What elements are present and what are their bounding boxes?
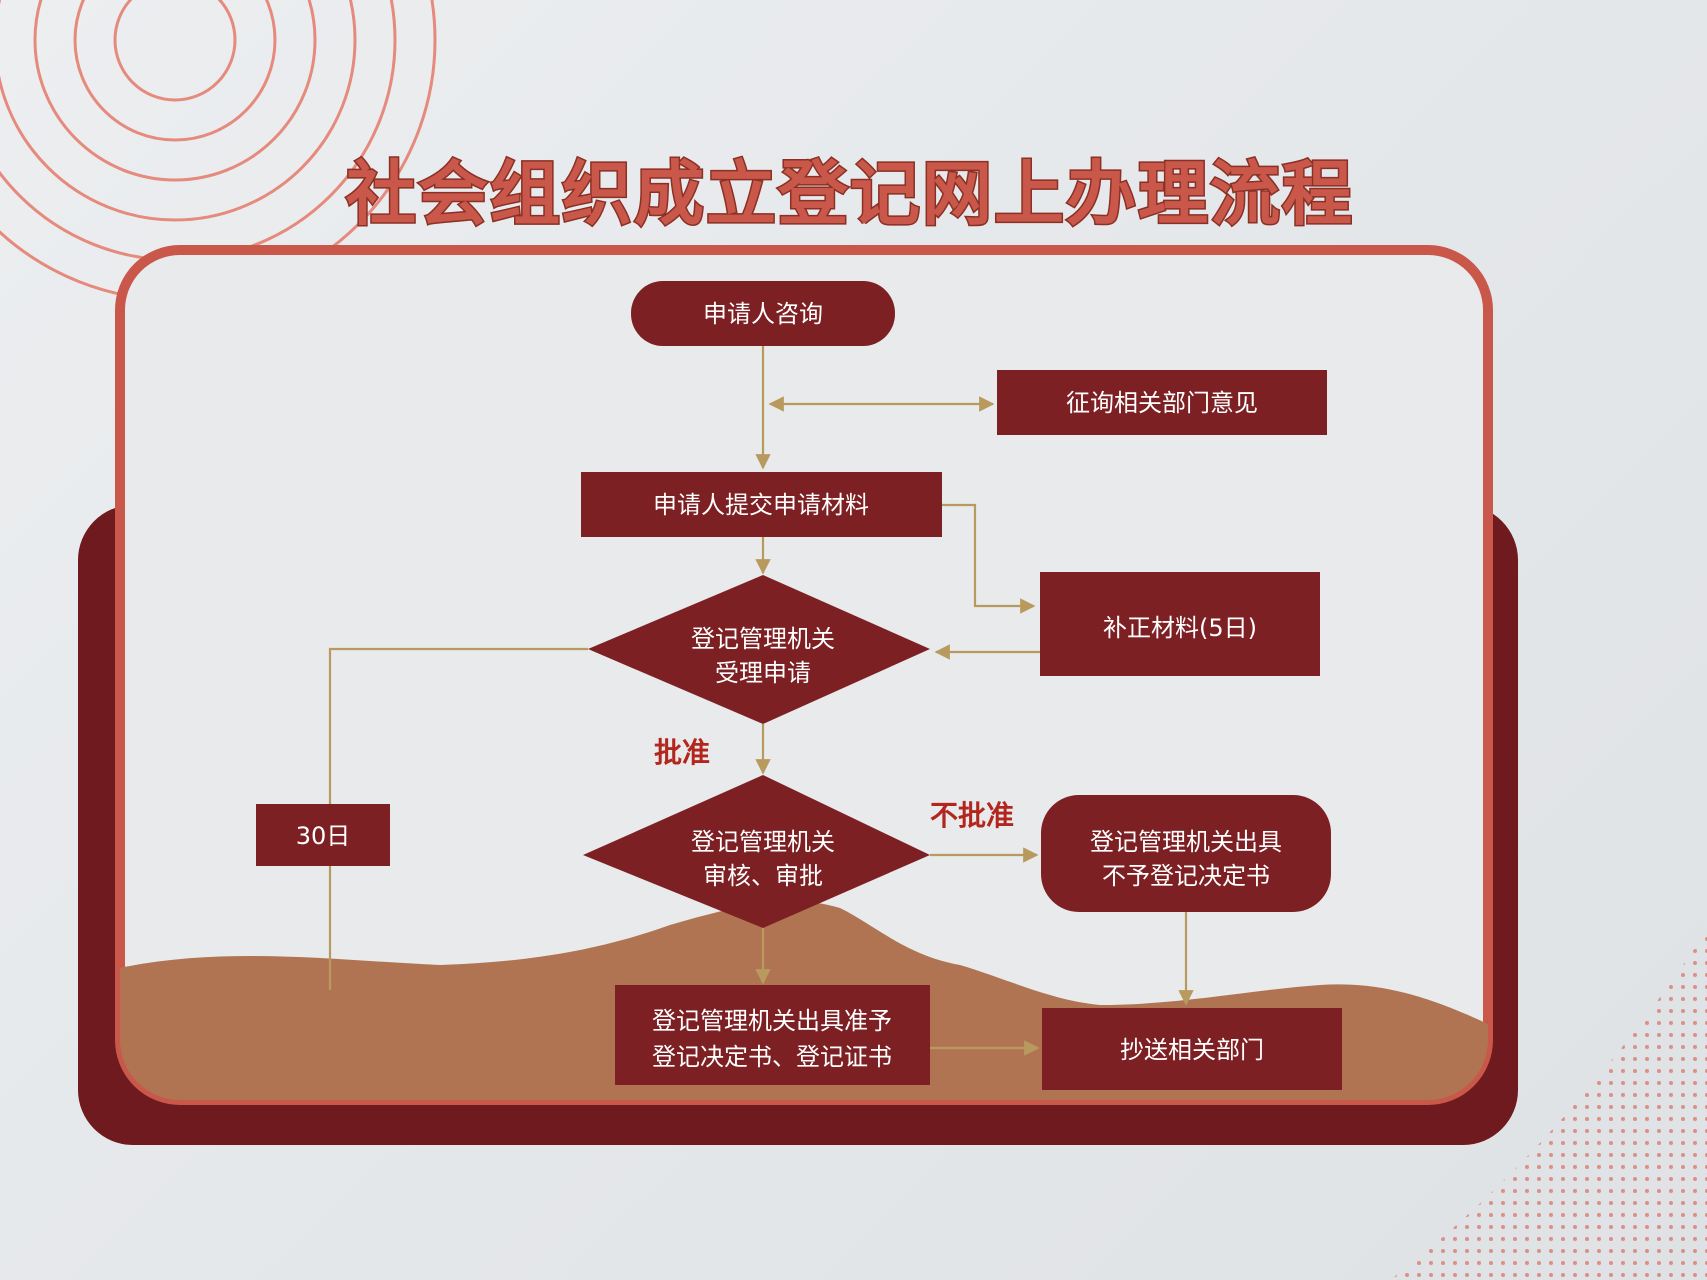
node-accept-decision: 登记管理机关 受理申请 (588, 575, 930, 724)
node-reject-line2: 不予登记决定书 (1102, 862, 1270, 890)
node-submit-label: 申请人提交申请材料 (653, 491, 869, 519)
node-review-line1: 登记管理机关 (691, 828, 835, 856)
node-copy: 抄送相关部门 (1042, 1008, 1342, 1090)
label-approve: 批准 (654, 736, 710, 769)
label-reject: 不批准 (930, 799, 1014, 832)
node-supplement: 补正材料(5日) (1040, 572, 1320, 676)
node-consult: 申请人咨询 (631, 281, 895, 346)
node-grant-line1: 登记管理机关出具准予 (652, 1007, 892, 1035)
node-solicit-label: 征询相关部门意见 (1066, 389, 1258, 417)
node-review-line2: 审核、审批 (703, 862, 823, 890)
node-consult-label: 申请人咨询 (703, 300, 823, 328)
connectors (328, 346, 1194, 1056)
node-grant-line2: 登记决定书、登记证书 (652, 1043, 892, 1071)
node-days: 30日 (256, 804, 390, 866)
node-supplement-label: 补正材料(5日) (1103, 614, 1257, 642)
node-accept-line1: 登记管理机关 (691, 625, 835, 653)
node-copy-label: 抄送相关部门 (1120, 1036, 1264, 1064)
node-submit: 申请人提交申请材料 (581, 472, 942, 537)
node-grant: 登记管理机关出具准予 登记决定书、登记证书 (615, 985, 930, 1085)
page-title: 社会组织成立登记网上办理流程 (346, 153, 1354, 235)
node-reject-line1: 登记管理机关出具 (1090, 828, 1282, 856)
node-solicit: 征询相关部门意见 (997, 370, 1327, 435)
node-days-label: 30日 (296, 822, 351, 850)
node-accept-line2: 受理申请 (715, 659, 811, 687)
node-review-decision: 登记管理机关 审核、审批 (583, 775, 930, 928)
decorative-dots (1390, 930, 1707, 1280)
node-reject: 登记管理机关出具 不予登记决定书 (1041, 795, 1331, 912)
